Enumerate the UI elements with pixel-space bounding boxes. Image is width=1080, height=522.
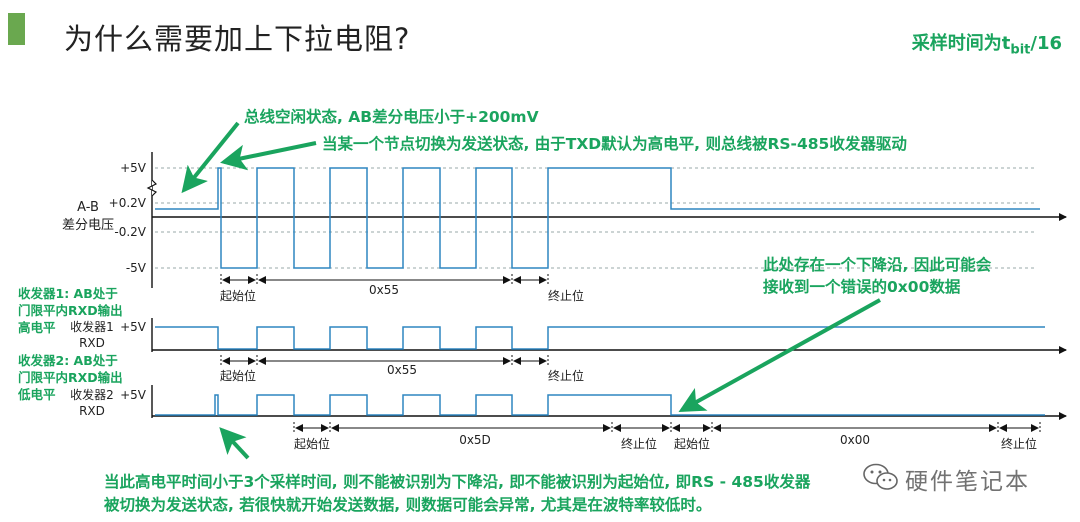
switch-arrow — [220, 141, 317, 171]
sample-rate-note: 采样时间为tbit/16 — [912, 29, 1062, 58]
rx1-side-label-2: 门限平内RXD输出 — [18, 303, 123, 318]
rx2-name-line1: 收发器2 — [70, 387, 114, 402]
ab-frame-data: 0x55 — [369, 283, 399, 297]
rx1-side-label-3: 高电平 — [18, 320, 56, 335]
bottom-note-1: 当此高电平时间小于3个采样时间, 则不能被识别为下降沿, 即不能被识别为起始位,… — [104, 472, 811, 491]
frame-rx1 — [220, 355, 549, 366]
rx1-name-line1: 收发器1 — [70, 319, 114, 334]
rx1-frame-stop: 终止位 — [548, 368, 584, 383]
ab-dashed-levels — [155, 167, 1035, 269]
rx2-level: +5V — [120, 388, 147, 402]
rx2b-frame-start: 起始位 — [674, 436, 710, 451]
sample-rate-main: 采样时间为t — [911, 33, 1011, 54]
title-accent-bar — [8, 13, 25, 45]
page-title: 为什么需要加上下拉电阻? — [64, 22, 411, 56]
sample-rate-sub: bit — [1010, 42, 1031, 58]
frame-rx2 — [293, 422, 1041, 434]
ab-frame-stop: 终止位 — [548, 288, 584, 303]
pulse-arrow — [219, 427, 250, 460]
rx2b-frame-stop: 终止位 — [1001, 436, 1037, 451]
idle-arrow — [181, 121, 240, 194]
ab-level-neg02: -0.2V — [114, 225, 146, 239]
ab-level-pos02: +0.2V — [109, 196, 147, 210]
ab-label-line1: A-B — [77, 200, 99, 215]
rx1-waveform — [155, 326, 1045, 350]
ab-waveform — [155, 167, 1040, 269]
rx2-waveform — [155, 394, 1045, 416]
rx1-name-line2: RXD — [79, 336, 105, 350]
sample-rate-tail: /16 — [1030, 33, 1062, 54]
rx2a-frame-data: 0x5D — [459, 433, 491, 447]
idle-note: 总线空闲状态, AB差分电压小于+200mV — [244, 107, 539, 126]
falling-edge-note-1: 此处存在一个下降沿, 因此可能会 — [763, 255, 992, 274]
rx1-side-label-1: 收发器1: AB处于 — [18, 286, 118, 301]
switch-note: 当某一个节点切换为发送状态, 由于TXD默认为高电平, 则总线被RS-485收发… — [322, 134, 907, 153]
rx2a-frame-start: 起始位 — [294, 436, 330, 451]
rx1-frame-start: 起始位 — [220, 368, 256, 383]
ab-label-line2: 差分电压 — [62, 218, 114, 233]
falling-edge-note-2: 接收到一个错误的0x00数据 — [763, 277, 961, 296]
wechat-icon — [863, 463, 898, 490]
rx1-level: +5V — [120, 320, 147, 334]
watermark-text: 硬件笔记本 — [905, 469, 1030, 495]
rx2b-frame-data: 0x00 — [840, 433, 870, 447]
rx2-side-label-1: 收发器2: AB处于 — [18, 353, 118, 368]
rx2-side-label-3: 低电平 — [17, 387, 56, 402]
rx2-name-line2: RXD — [79, 404, 105, 418]
frame-ab — [220, 274, 549, 284]
ab-level-pos5: +5V — [120, 161, 147, 175]
falling-edge-arrow — [678, 298, 881, 412]
rx2a-frame-stop: 终止位 — [621, 436, 657, 451]
ab-frame-start: 起始位 — [220, 288, 256, 303]
bottom-note-2: 被切换为发送状态, 若很快就开始发送数据, 则数据可能会异常, 尤其是在波特率较… — [104, 495, 711, 514]
rx2-side-label-2: 门限平内RXD输出 — [18, 370, 123, 385]
ab-level-neg5: -5V — [126, 261, 147, 275]
rx1-frame-data: 0x55 — [387, 363, 417, 377]
ab-axis-break — [146, 179, 158, 197]
